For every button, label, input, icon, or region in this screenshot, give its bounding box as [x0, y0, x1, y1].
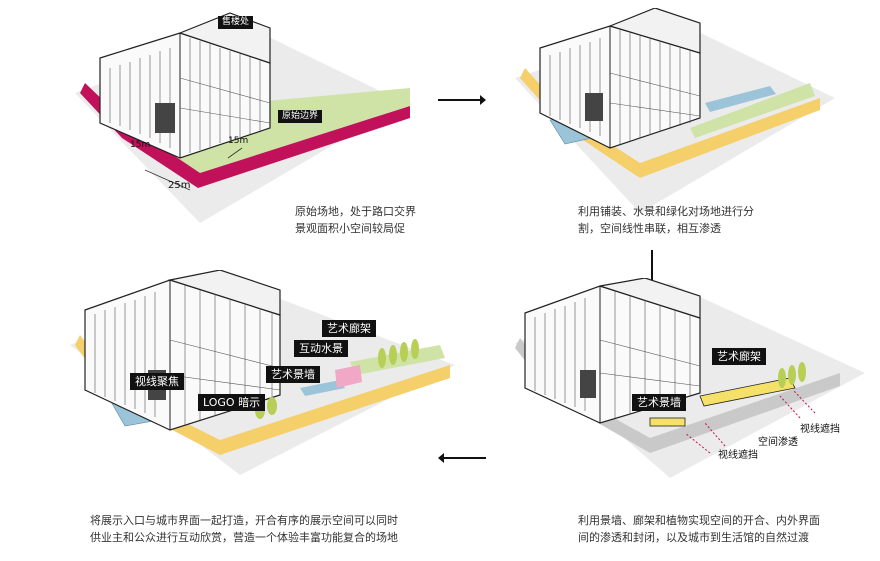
site-diagram-division	[515, 8, 835, 213]
arrow-right-icon	[438, 95, 486, 105]
label-view-block-right: 视线遮挡	[800, 424, 840, 435]
arrow-left-icon	[438, 453, 486, 463]
panel-open-close: 艺术廊架 艺术景墙 视线遮挡 空间渗透 视线遮挡	[500, 278, 880, 528]
site-diagram-original	[75, 12, 410, 223]
label-space-permeate: 空间渗透	[758, 437, 798, 448]
caption-original-site: 原始场地，处于路口交界 景观面积小空间较局促	[295, 205, 416, 235]
label-interactive-water: 互动水景	[294, 340, 348, 357]
label-art-gallery: 艺术廊架	[322, 320, 376, 337]
label-original-boundary: 原始边界	[278, 110, 323, 123]
label-art-wall: 艺术景墙	[266, 366, 320, 383]
site-diagram-interface	[70, 270, 455, 475]
label-logo-hint: LOGO 暗示	[198, 394, 266, 411]
label-visual-focus: 视线聚焦	[130, 373, 184, 390]
label-view-block-left: 视线遮挡	[718, 450, 758, 461]
panel-paving-division	[490, 8, 880, 258]
label-art-gallery-p4: 艺术廊架	[712, 348, 766, 365]
caption-city-interface: 将展示入口与城市界面一起打造，开合有序的展示空间可以同时 供业主和公众进行互动欣…	[90, 514, 398, 544]
site-diagram-open-close	[515, 278, 865, 478]
label-dimension-25m: 25m	[168, 180, 191, 191]
label-sales-office: 售楼处	[218, 16, 254, 29]
caption-open-close: 利用景墙、廊架和植物实现空间的开合、内外界面 间的渗透和封闭，以及城市到生活馆的…	[578, 514, 820, 544]
label-dimension-15m-right: 15m	[228, 136, 249, 146]
label-dimension-15m-left: 15m	[130, 140, 151, 150]
panel-original-site: 售楼处 原始边界 25m 15m 15m	[30, 8, 430, 258]
label-art-wall-p4: 艺术景墙	[632, 394, 686, 411]
caption-paving-division: 利用铺装、水景和绿化对场地进行分 割，空间线性串联，相互渗透	[578, 205, 754, 235]
panel-city-interface: 艺术廊架 互动水景 艺术景墙 视线聚焦 LOGO 暗示	[60, 270, 460, 520]
